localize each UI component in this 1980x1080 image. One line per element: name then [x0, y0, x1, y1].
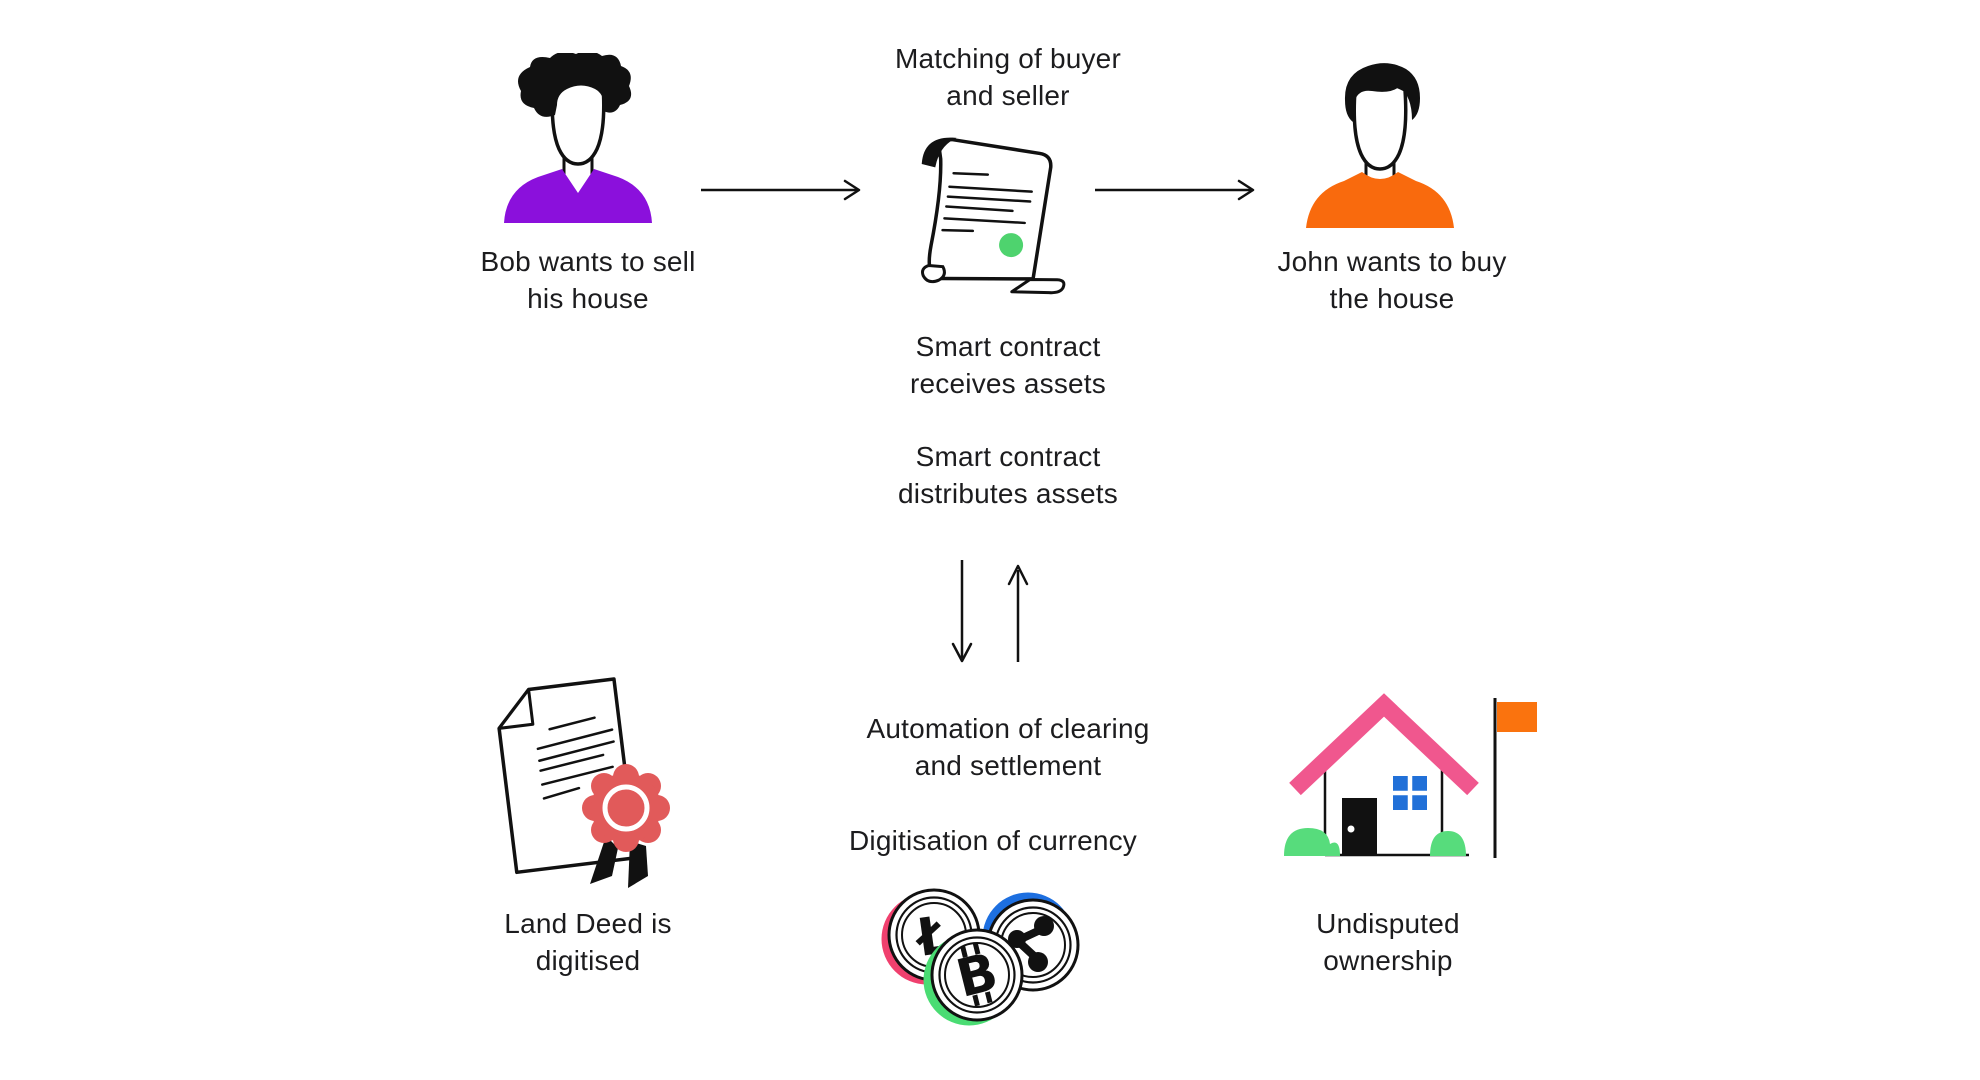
deed-label: Land Deed is digitised [438, 905, 738, 979]
arrow-down-head [951, 642, 973, 663]
deed-seal-rosette [582, 764, 670, 852]
buyer-label-line2: the house [1329, 283, 1455, 314]
flag [1497, 702, 1537, 732]
ripple-symbol-node [1028, 952, 1048, 972]
scroll-bottom-flap [1010, 277, 1066, 295]
matching-label-line1: Matching of buyer [895, 43, 1121, 74]
arrows-contract-settlement [951, 560, 1029, 663]
smart-contract-document-icon [921, 137, 1066, 295]
digitisation-label: Digitisation of currency [793, 822, 1193, 859]
ripple-symbol-node [1008, 930, 1026, 948]
contract-text-lines [941, 171, 1033, 233]
seal-ribbon-left [590, 836, 618, 884]
rosette-white-ring [602, 784, 650, 832]
seal-ribbon-right [628, 841, 648, 888]
buyer-label-line1: John wants to buy [1277, 246, 1507, 277]
door-knob [1347, 825, 1355, 833]
buyer-shirt [1306, 172, 1454, 228]
seller-hair [518, 53, 632, 117]
bitcoin-ring-outer [938, 936, 1016, 1014]
automation-label-line2: and settlement [914, 750, 1102, 781]
house-with-flag-icon [1284, 693, 1537, 858]
seller-label-line2: his house [527, 283, 649, 314]
ripple-symbol [1008, 916, 1054, 972]
automation-label: Automation of clearing and settlement [808, 710, 1208, 784]
automation-label-line1: Automation of clearing [866, 713, 1150, 744]
seller-label-line1: Bob wants to sell [480, 246, 696, 277]
seller-shirt [504, 169, 652, 223]
deed-label-line2: digitised [535, 945, 641, 976]
ownership-label-line2: ownership [1323, 945, 1453, 976]
distributes-label-line1: Smart contract [915, 441, 1101, 472]
land-deed-certificate-icon [497, 677, 670, 888]
deed-folded-corner [497, 688, 535, 730]
receives-label-line2: receives assets [910, 368, 1106, 399]
seller-person-icon [504, 53, 652, 223]
crypto-coins-icon: Ł B [881, 888, 1080, 1026]
receives-label: Smart contract receives assets [858, 328, 1158, 402]
distributes-label: Smart contract distributes assets [858, 438, 1158, 512]
house-roof [1289, 693, 1479, 796]
arrow-seller-to-contract [701, 179, 861, 201]
window-frame [1393, 776, 1427, 810]
bitcoin-symbol-ticks [960, 942, 993, 1007]
buyer-person-icon [1306, 63, 1454, 228]
matching-label-line2: and seller [946, 80, 1070, 111]
house-door [1342, 798, 1377, 855]
deed-ribbons [590, 836, 648, 888]
seller-label: Bob wants to sell his house [438, 243, 738, 317]
ownership-label-line1: Undisputed [1316, 908, 1460, 939]
bitcoin-coin: B [923, 928, 1024, 1026]
deed-text-lines [536, 716, 615, 800]
scroll-top-curl [921, 137, 957, 168]
deed-label-line1: Land Deed is [504, 908, 672, 939]
arrow-head [1237, 179, 1255, 201]
scroll-bottom-curl [921, 263, 946, 284]
receives-label-line1: Smart contract [915, 331, 1101, 362]
digitisation-label-line1: Digitisation of currency [848, 825, 1138, 856]
arrow-head [843, 179, 861, 201]
ripple-symbol-node [1034, 916, 1054, 936]
bush-left [1284, 828, 1340, 856]
arrow-up-head [1007, 564, 1029, 586]
bitcoin-ring-inner [944, 942, 1010, 1008]
buyer-label: John wants to buy the house [1242, 243, 1542, 317]
bush-right [1430, 831, 1466, 856]
matching-label: Matching of buyer and seller [858, 40, 1158, 114]
distributes-label-line2: distributes assets [898, 478, 1118, 509]
ownership-label: Undisputed ownership [1238, 905, 1538, 979]
contract-seal-dot [999, 233, 1024, 258]
arrow-contract-to-buyer [1095, 179, 1255, 201]
rosette-body [591, 773, 661, 843]
buyer-face [1352, 81, 1408, 171]
buyer-hair [1344, 63, 1420, 122]
